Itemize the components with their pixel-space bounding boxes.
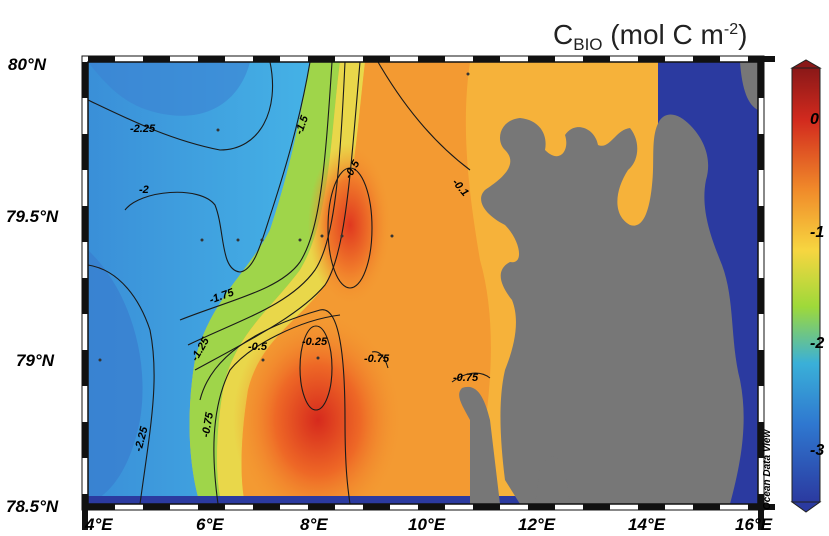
frame-tick [82, 62, 88, 98]
frame-tick [748, 56, 775, 62]
frame-tick [758, 494, 764, 530]
colorbar-label: -3 [810, 442, 824, 459]
frame-tick [758, 422, 764, 458]
lat-label-79-5n: 79.5°N [6, 207, 59, 226]
frame-tick [82, 350, 88, 386]
frame-tick [638, 504, 665, 510]
frame-tick [308, 504, 335, 510]
frame-tick [363, 56, 390, 62]
station-dots [98, 72, 470, 362]
frame-tick [198, 504, 225, 510]
frame-tick [693, 504, 720, 510]
frame-tick [583, 504, 610, 510]
lon-label: 6°E [196, 515, 224, 534]
contour-label: -0.5 [248, 341, 268, 353]
frame-tick [473, 56, 500, 62]
frame-tick [418, 56, 445, 62]
map-title: CBIO (mol C m-2) [553, 19, 747, 54]
frame-tick [88, 504, 115, 510]
frame-tick [758, 134, 764, 170]
frame-tick [758, 278, 764, 314]
colorbar-label: 0 [810, 111, 819, 128]
frame-tick [583, 56, 610, 62]
frame-tick [82, 134, 88, 170]
frame-tick [363, 504, 390, 510]
frame-tick [82, 494, 88, 530]
frame-tick [473, 504, 500, 510]
land-svalbard [459, 114, 744, 504]
lat-label-80n: 80°N [8, 55, 47, 74]
lon-label: 14°E [628, 515, 666, 534]
lon-label: 16°E [735, 515, 773, 534]
frame-tick [253, 56, 280, 62]
contour-label: -0.75 [453, 372, 479, 384]
lat-label-78-5n: 78.5°N [6, 497, 59, 516]
colorbar-label: -1 [810, 224, 824, 241]
frame-tick [528, 504, 555, 510]
frame-tick [82, 278, 88, 314]
frame-tick [418, 504, 445, 510]
contour-labels: -2.25 -1.5 -0.5 -0.1 -2 -1.75 -1.25 -0.5… [130, 113, 479, 453]
frame-tick [143, 504, 170, 510]
colorbar: 0 -1 -2 -3 [790, 59, 824, 513]
lat-label-79n: 79°N [16, 351, 55, 370]
frame-tick [88, 56, 115, 62]
frame-tick [528, 56, 555, 62]
lon-label: 12°E [518, 515, 556, 534]
contour-label: -2 [139, 184, 149, 196]
frame-tick [198, 56, 225, 62]
longitude-labels: 4°E 6°E 8°E 10°E 12°E 14°E 16°E [84, 515, 773, 534]
frame-tick [82, 422, 88, 458]
contour-label: -0.75 [364, 353, 390, 365]
contour-label: -0.75 [200, 411, 216, 439]
contour-label: -0.25 [302, 336, 328, 348]
map-plot [88, 62, 758, 504]
frame-tick [758, 62, 764, 98]
frame-tick [143, 56, 170, 62]
contour-label: -2.25 [130, 123, 156, 135]
frame-tick [82, 206, 88, 242]
odv-watermark: Ocean Data View [762, 429, 773, 510]
frame-tick [308, 56, 335, 62]
lon-label: 4°E [84, 515, 113, 534]
frame-tick [253, 504, 280, 510]
contour-lines [88, 62, 491, 504]
colorbar-label: -2 [810, 335, 824, 352]
frame-tick [693, 56, 720, 62]
map-frame [81, 55, 775, 530]
latitude-labels: 80°N 79.5°N 79°N 78.5°N [6, 55, 59, 516]
frame-tick [758, 206, 764, 242]
lon-label: 10°E [408, 515, 446, 534]
frame-tick [758, 350, 764, 386]
frame-tick [638, 56, 665, 62]
lon-label: 8°E [300, 515, 328, 534]
